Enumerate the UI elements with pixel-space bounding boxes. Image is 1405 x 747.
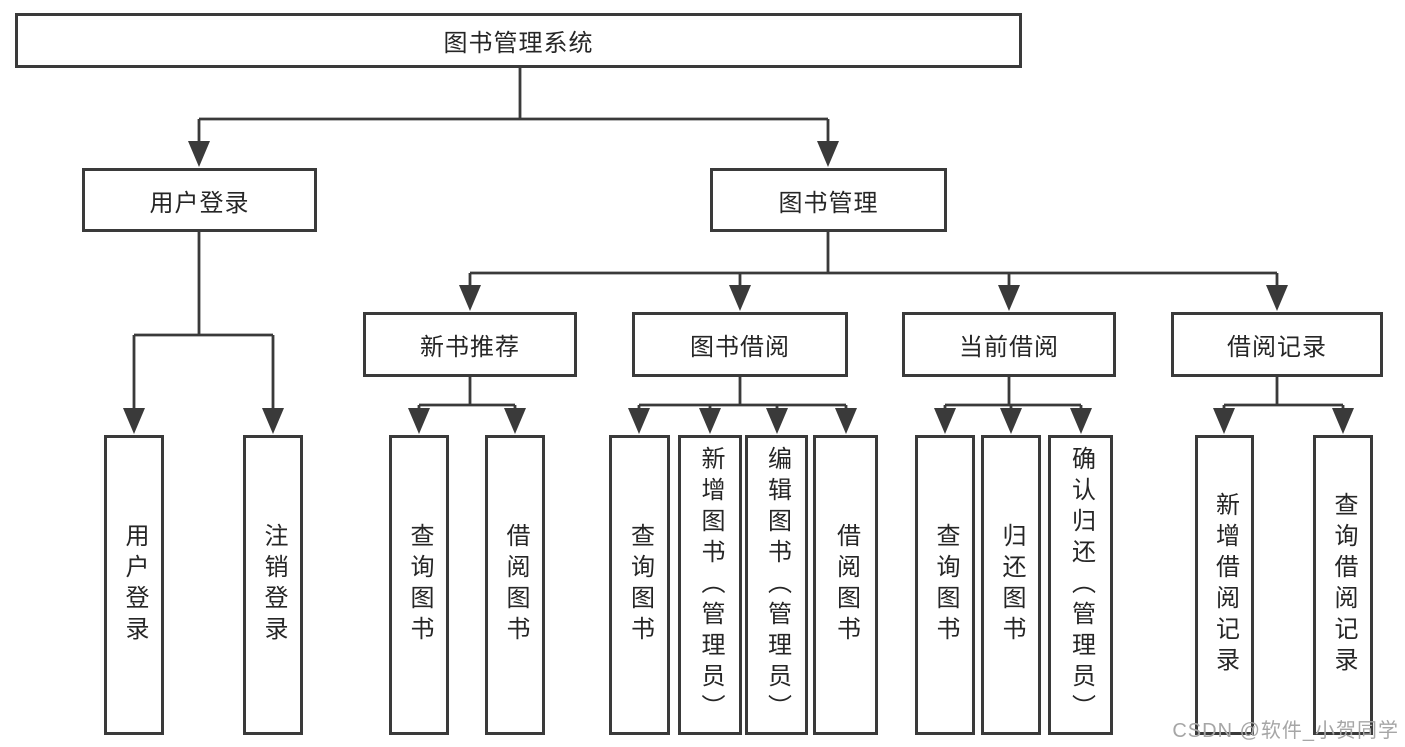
leaf-query-books-current: 查询图书 (915, 435, 975, 735)
csdn-watermark: CSDN @软件_小贺同学 (1172, 720, 1399, 742)
leaf-query-books-recommend: 查询图书 (389, 435, 449, 735)
leaf-edit-books-admin-label: 编辑图书（管理员） (763, 445, 791, 725)
node-root-system: 图书管理系统 (15, 13, 1022, 68)
leaf-add-borrow-record-label: 新增借阅记录 (1211, 492, 1239, 678)
leaf-logout: 注销登录 (243, 435, 303, 735)
leaf-return-books-label: 归还图书 (998, 523, 1025, 647)
leaf-query-books-borrow: 查询图书 (609, 435, 670, 735)
leaf-add-books-admin-label: 新增图书（管理员） (697, 445, 724, 725)
leaf-confirm-return-admin: 确认归还（管理员） (1048, 435, 1113, 735)
leaf-add-books-admin: 新增图书（管理员） (678, 435, 742, 735)
leaf-user-login: 用户登录 (104, 435, 164, 735)
leaf-borrow-books-label: 借阅图书 (832, 523, 860, 647)
leaf-edit-books-admin: 编辑图书（管理员） (745, 435, 808, 735)
leaf-query-books-recommend-label: 查询图书 (406, 523, 433, 647)
leaf-query-books-current-label: 查询图书 (932, 523, 959, 647)
node-current-borrow: 当前借阅 (902, 312, 1116, 377)
leaf-borrow-books-recommend-label: 借阅图书 (502, 523, 529, 647)
leaf-return-books: 归还图书 (981, 435, 1041, 735)
node-borrow-records: 借阅记录 (1171, 312, 1383, 377)
node-book-management: 图书管理 (710, 168, 947, 232)
leaf-query-books-borrow-label: 查询图书 (626, 523, 654, 647)
leaf-borrow-books: 借阅图书 (813, 435, 878, 735)
node-book-borrow: 图书借阅 (632, 312, 848, 377)
leaf-logout-label: 注销登录 (260, 523, 287, 647)
leaf-add-borrow-record: 新增借阅记录 (1195, 435, 1254, 735)
leaf-borrow-books-recommend: 借阅图书 (485, 435, 545, 735)
leaf-confirm-return-admin-label: 确认归还（管理员） (1067, 445, 1095, 725)
leaf-query-borrow-record-label: 查询借阅记录 (1330, 492, 1357, 678)
leaf-user-login-label: 用户登录 (121, 523, 148, 647)
node-new-book-recommend: 新书推荐 (363, 312, 577, 377)
leaf-query-borrow-record: 查询借阅记录 (1313, 435, 1373, 735)
node-user-login: 用户登录 (82, 168, 317, 232)
